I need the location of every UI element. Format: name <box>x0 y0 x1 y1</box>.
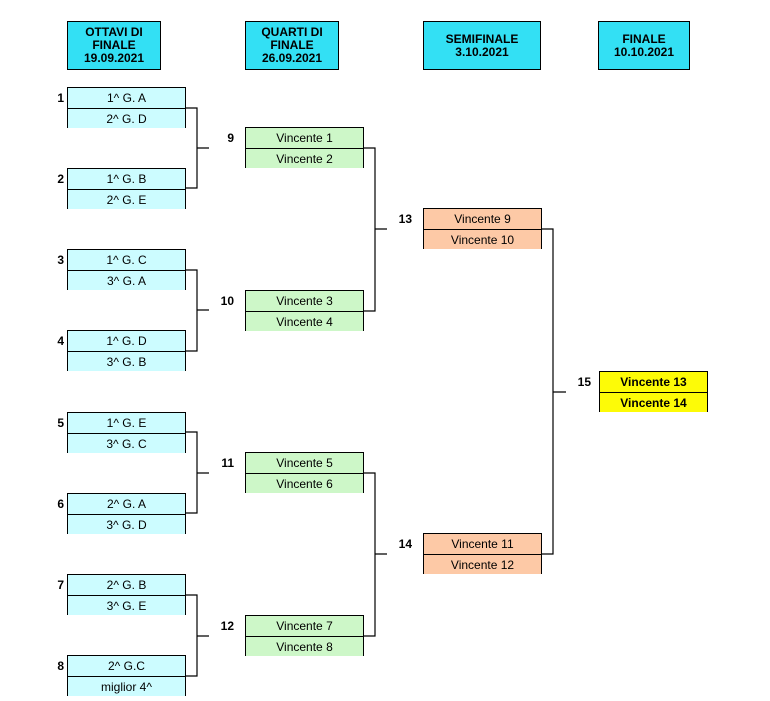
team-slot: Vincente 2 <box>246 148 363 168</box>
connector-13-14 <box>542 228 566 555</box>
team-slot: Vincente 3 <box>246 291 363 311</box>
team-slot: 3^ G. C <box>68 433 185 453</box>
match-number-13: 13 <box>398 212 412 226</box>
match-number-11: 11 <box>221 456 234 470</box>
header-semifinale: SEMIFINALE 3.10.2021 <box>423 21 541 70</box>
team-slot: 2^ G. E <box>68 189 185 209</box>
match-3: 1^ G. C 3^ G. A <box>67 249 186 290</box>
team-slot: 1^ G. D <box>68 331 185 351</box>
header-semifinale-line2: 3.10.2021 <box>455 44 509 59</box>
match-7: 2^ G. B 3^ G. E <box>67 574 186 615</box>
team-slot: Vincente 4 <box>246 311 363 331</box>
team-slot: Vincente 5 <box>246 453 363 473</box>
match-6: 2^ G. A 3^ G. D <box>67 493 186 534</box>
team-slot: Vincente 9 <box>424 209 541 229</box>
match-13: Vincente 9 Vincente 10 <box>423 208 542 249</box>
match-number-6: 6 <box>57 497 64 511</box>
match-10: Vincente 3 Vincente 4 <box>245 290 364 331</box>
match-15: Vincente 13 Vincente 14 <box>599 371 708 412</box>
connector-3-4 <box>186 269 209 352</box>
header-finale-line1: FINALE <box>622 31 666 46</box>
header-finale: FINALE 10.10.2021 <box>598 21 690 70</box>
match-8: 2^ G.C miglior 4^ <box>67 655 186 696</box>
header-quarti: QUARTI DI FINALE 26.09.2021 <box>245 21 339 70</box>
match-number-2: 2 <box>57 172 64 186</box>
team-slot: 1^ G. A <box>68 88 185 108</box>
header-quarti-line3: 26.09.2021 <box>261 51 323 65</box>
match-number-1: 1 <box>57 91 64 105</box>
match-number-10: 10 <box>220 294 234 308</box>
header-ottavi: OTTAVI DI FINALE 19.09.2021 <box>67 21 161 70</box>
header-ottavi-line1: OTTAVI DI <box>85 25 143 39</box>
team-slot: Vincente 13 <box>600 372 707 392</box>
match-4: 1^ G. D 3^ G. B <box>67 330 186 371</box>
connector-5-6 <box>186 431 209 514</box>
header-quarti-line1: QUARTI DI <box>261 25 323 39</box>
match-number-4: 4 <box>57 334 64 348</box>
team-slot: 2^ G. A <box>68 494 185 514</box>
match-9: Vincente 1 Vincente 2 <box>245 127 364 168</box>
team-slot: Vincente 14 <box>600 392 707 412</box>
connector-9-10 <box>364 147 387 312</box>
match-11: Vincente 5 Vincente 6 <box>245 452 364 493</box>
team-slot: 2^ G. D <box>68 108 185 128</box>
match-5: 1^ G. E 3^ G. C <box>67 412 186 453</box>
team-slot: 2^ G.C <box>68 656 185 676</box>
team-slot: Vincente 7 <box>246 616 363 636</box>
header-ottavi-line2: FINALE <box>92 38 136 52</box>
team-slot: Vincente 1 <box>246 128 363 148</box>
match-number-15: 15 <box>577 375 591 389</box>
match-number-14: 14 <box>398 537 412 551</box>
connector-7-8 <box>186 594 209 677</box>
team-slot: 1^ G. E <box>68 413 185 433</box>
team-slot: Vincente 11 <box>424 534 541 554</box>
team-slot: 2^ G. B <box>68 575 185 595</box>
team-slot: 1^ G. B <box>68 169 185 189</box>
match-number-7: 7 <box>57 578 64 592</box>
team-slot: 1^ G. C <box>68 250 185 270</box>
header-semifinale-line1: SEMIFINALE <box>445 31 519 46</box>
team-slot: 3^ G. E <box>68 595 185 615</box>
connector-11-12 <box>364 472 387 637</box>
header-ottavi-line3: 19.09.2021 <box>83 51 145 65</box>
header-quarti-line2: FINALE <box>270 38 314 52</box>
team-slot: Vincente 10 <box>424 229 541 249</box>
match-number-3: 3 <box>57 253 64 267</box>
match-12: Vincente 7 Vincente 8 <box>245 615 364 656</box>
team-slot: 3^ G. D <box>68 514 185 534</box>
match-number-8: 8 <box>57 659 64 673</box>
team-slot: Vincente 6 <box>246 473 363 493</box>
team-slot: Vincente 8 <box>246 636 363 656</box>
team-slot: 3^ G. A <box>68 270 185 290</box>
match-number-5: 5 <box>57 416 64 430</box>
header-finale-line2: 10.10.2021 <box>613 44 675 59</box>
team-slot: Vincente 12 <box>424 554 541 574</box>
team-slot: miglior 4^ <box>68 676 185 696</box>
match-1: 1^ G. A 2^ G. D <box>67 87 186 128</box>
match-number-12: 12 <box>220 619 234 633</box>
match-2: 1^ G. B 2^ G. E <box>67 168 186 209</box>
match-number-9: 9 <box>227 131 234 145</box>
match-14: Vincente 11 Vincente 12 <box>423 533 542 574</box>
team-slot: 3^ G. B <box>68 351 185 371</box>
connector-1-2 <box>186 107 209 189</box>
